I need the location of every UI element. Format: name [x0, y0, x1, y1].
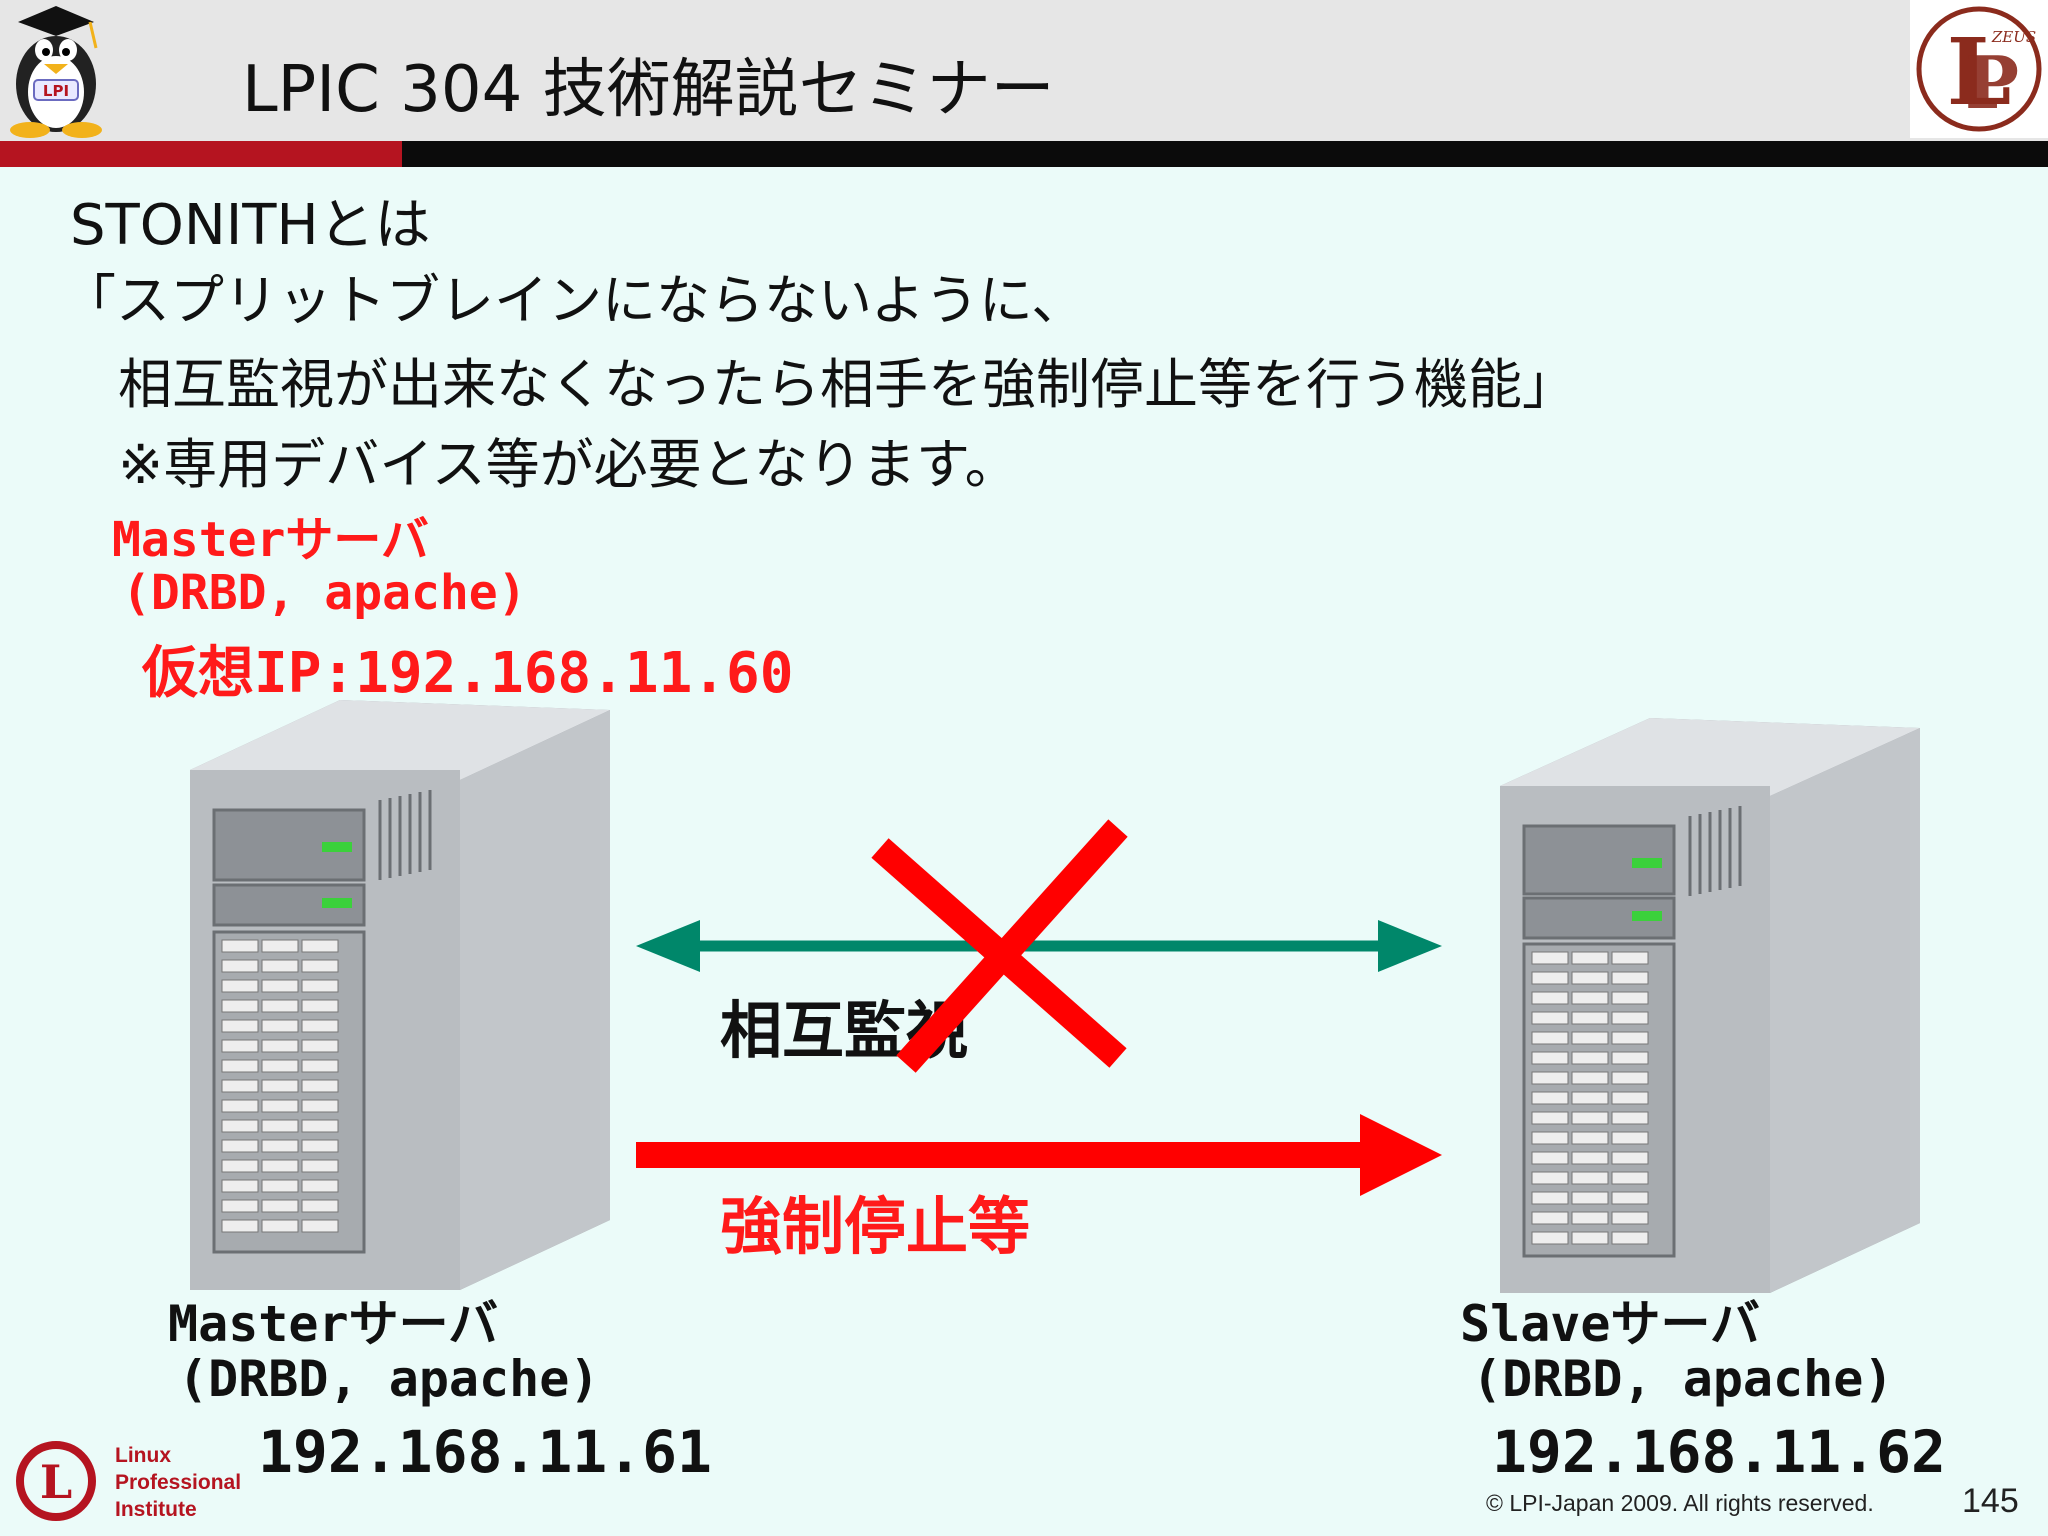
lpi-org-line-3: Institute — [115, 1498, 197, 1521]
slave-server-icon — [1500, 718, 1920, 1293]
zeus-lp-logo-icon: L P ZEUS — [1910, 0, 2048, 138]
mascot-text: LPI — [43, 82, 69, 100]
lpi-org-name: Linux Professional Institute — [115, 1442, 241, 1523]
virtual-server-services: (DRBD, apache) — [122, 565, 527, 621]
copyright-notice: © LPI-Japan 2009. All rights reserved. — [1486, 1490, 1874, 1516]
master-server-services: (DRBD, apache) — [178, 1350, 600, 1408]
virtual-server-name: Masterサーバ — [112, 512, 429, 568]
fence-label: 強制停止等 — [720, 1190, 1031, 1263]
zeus-logo-text: ZEUS — [1991, 28, 2036, 46]
svg-text:P: P — [1965, 40, 2019, 125]
page-number: 145 — [1962, 1482, 2019, 1520]
svg-text:L: L — [40, 1455, 72, 1509]
header-bar — [0, 0, 2048, 141]
definition-line-1: 「スプリットブレインにならないように、 — [62, 269, 1086, 332]
svg-text:L: L — [1947, 18, 2012, 126]
page-title: LPIC 304 技術解説セミナー — [242, 53, 1055, 127]
tux-mascot-icon: LPI — [10, 6, 102, 138]
virtual-ip-address: 仮想IP:192.168.11.60 — [142, 641, 794, 706]
slide-heading: STONITHとは — [70, 193, 431, 258]
master-server-icon — [190, 700, 610, 1290]
monitoring-arrow — [636, 920, 1442, 972]
lpi-org-line-2: Professional — [115, 1471, 242, 1494]
master-ip-address: 192.168.11.61 — [258, 1418, 712, 1486]
lpi-logo-icon: L — [16, 1441, 96, 1521]
slave-server-name: Slaveサーバ — [1460, 1295, 1761, 1353]
note-line: ※専用デバイス等が必要となります。 — [118, 433, 1019, 496]
header-accent-red — [0, 141, 402, 167]
lpi-org-line-1: Linux — [115, 1444, 171, 1467]
header-accent-black — [402, 141, 2048, 167]
slave-server-services: (DRBD, apache) — [1472, 1350, 1894, 1408]
slave-ip-address: 192.168.11.62 — [1492, 1418, 1946, 1486]
definition-line-2: 相互監視が出来なくなったら相手を強制停止等を行う機能」 — [118, 353, 1576, 416]
monitoring-label: 相互監視 — [720, 994, 969, 1067]
master-server-name: Masterサーバ — [168, 1295, 499, 1353]
